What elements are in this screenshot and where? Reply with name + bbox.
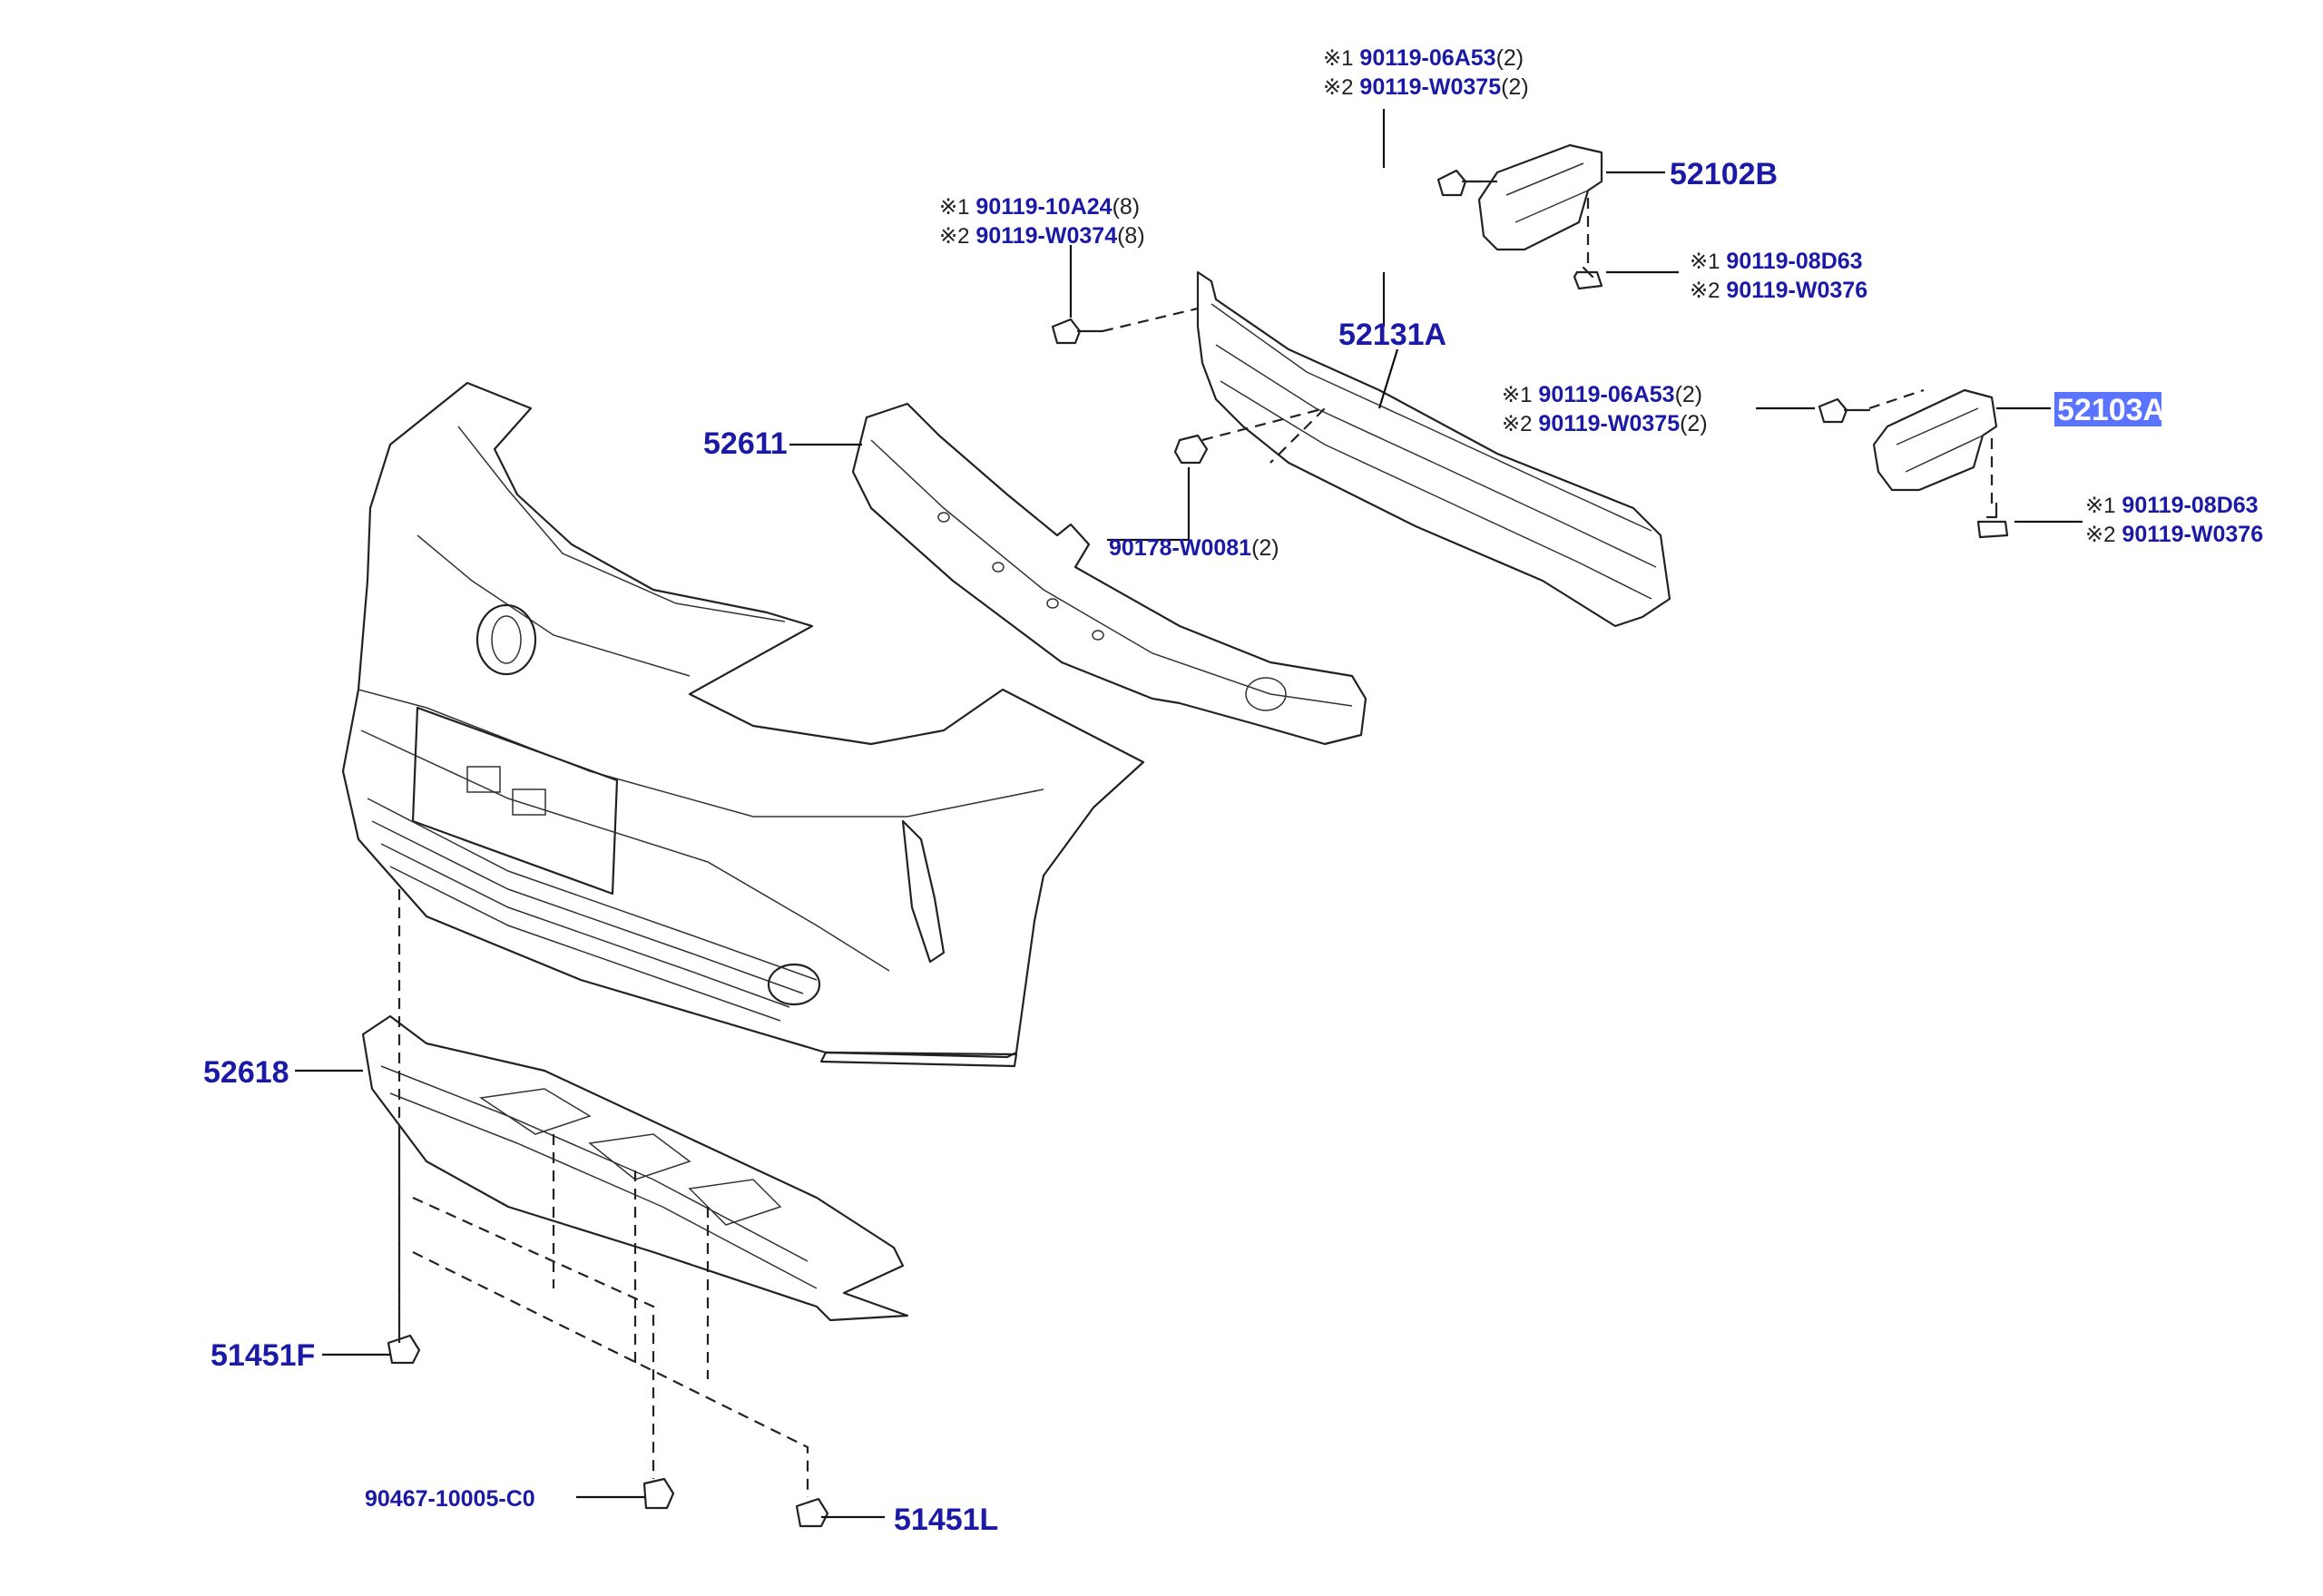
under-cover-drawing (361, 1014, 909, 1322)
clip-51451F-icon (387, 1334, 421, 1365)
energy-absorber-drawing (851, 402, 1367, 746)
svg-text:※1 90119-10A24(8): ※1 90119-10A24(8) (939, 194, 1140, 220)
svg-text:※1 90119-08D63: ※1 90119-08D63 (2085, 493, 2259, 518)
svg-text:※2 90119-W0376: ※2 90119-W0376 (2085, 522, 2263, 547)
part-number: 90119-08D63 (2122, 493, 2258, 518)
part-number: 90119-W0376 (1726, 278, 1867, 303)
mark: ※2 (939, 224, 969, 249)
mark: ※2 (1502, 412, 1532, 436)
part-label-52611[interactable]: 52611 (703, 426, 788, 461)
part-label-52102B[interactable]: 52102B (1670, 157, 1778, 191)
callout-left-bolt: ※1 90119-10A24(8) ※2 90119-W0374(8) (939, 194, 1145, 249)
mark: ※1 (1502, 383, 1532, 407)
mark: ※1 (1323, 46, 1353, 71)
part-label-52103A[interactable]: 52103A (2057, 393, 2165, 427)
part-number: 90119-W0375 (1359, 74, 1501, 100)
quantity: (2) (1251, 535, 1279, 561)
part-label-90178[interactable]: 90178-W0081(2) (1109, 535, 1279, 561)
svg-text:※1 90119-06A53(2): ※1 90119-06A53(2) (1323, 45, 1524, 71)
part-label-90467[interactable]: 90467-10005-C0 (365, 1486, 535, 1512)
callout-top-bolt: ※1 90119-06A53(2) ※2 90119-W0375(2) (1323, 45, 1529, 100)
bolt-right-bottom-icon (1976, 502, 2009, 539)
part-label-51451F[interactable]: 51451F (211, 1338, 315, 1373)
part-number: 90119-W0376 (2122, 522, 2263, 547)
bolt-top-icon (1436, 169, 1490, 197)
part-label-52131A[interactable]: 52131A (1338, 318, 1446, 352)
svg-text:※2 90119-W0376: ※2 90119-W0376 (1690, 278, 1867, 303)
quantity: (8) (1117, 223, 1145, 249)
quantity: (2) (1680, 411, 1708, 436)
mark: ※2 (1323, 75, 1353, 100)
callout-right-bolt: ※1 90119-06A53(2) ※2 90119-W0375(2) (1502, 382, 1708, 436)
bracket-52103A-drawing (1872, 388, 1998, 492)
mark: ※1 (939, 195, 969, 220)
clip-51451L-icon (795, 1497, 829, 1528)
bolt-left-icon (1051, 318, 1104, 345)
mark: ※2 (2085, 523, 2115, 547)
part-number: 90119-10A24 (975, 194, 1112, 220)
part-label-52618[interactable]: 52618 (203, 1055, 289, 1090)
quantity: (2) (1501, 74, 1529, 100)
callout-right-bottom-bolt: ※1 90119-08D63 ※2 90119-W0376 (2085, 493, 2263, 547)
bracket-52102B-drawing (1477, 143, 1603, 251)
bolt-mid-icon (1573, 266, 1603, 290)
mark: ※1 (1690, 250, 1720, 274)
part-number: 90119-W0374 (975, 223, 1117, 249)
leader-lines (295, 109, 2083, 1519)
part-number: 90119-06A53 (1359, 45, 1495, 71)
svg-text:※2 90119-W0374(8): ※2 90119-W0374(8) (939, 223, 1145, 249)
selection-highlight (2054, 392, 2161, 426)
part-number: 90119-08D63 (1726, 249, 1862, 274)
part-number: 90178-W0081 (1109, 535, 1251, 561)
quantity: (2) (1496, 45, 1524, 71)
mark: ※1 (2085, 494, 2115, 518)
bumper-reinforcement-drawing (1196, 270, 1671, 628)
bolt-right-icon (1818, 397, 1871, 424)
svg-text:※1 90119-06A53(2): ※1 90119-06A53(2) (1502, 382, 1702, 407)
bumper-cover-drawing (341, 381, 1145, 1068)
svg-text:※2 90119-W0375(2): ※2 90119-W0375(2) (1502, 411, 1708, 436)
clip-90467-icon (642, 1477, 675, 1510)
quantity: (8) (1112, 194, 1141, 220)
part-number: 90119-W0375 (1538, 411, 1680, 436)
quantity: (2) (1675, 382, 1703, 407)
assembly-lines (397, 180, 1994, 1497)
svg-text:※2 90119-W0375(2): ※2 90119-W0375(2) (1323, 74, 1529, 100)
callout-mid-bolt: ※1 90119-08D63 ※2 90119-W0376 (1690, 249, 1867, 303)
mark: ※2 (1690, 279, 1720, 303)
svg-text:※1 90119-08D63: ※1 90119-08D63 (1690, 249, 1863, 274)
part-number: 90119-06A53 (1538, 382, 1674, 407)
nut-icon (1173, 434, 1209, 465)
part-label-51451L[interactable]: 51451L (894, 1503, 998, 1537)
